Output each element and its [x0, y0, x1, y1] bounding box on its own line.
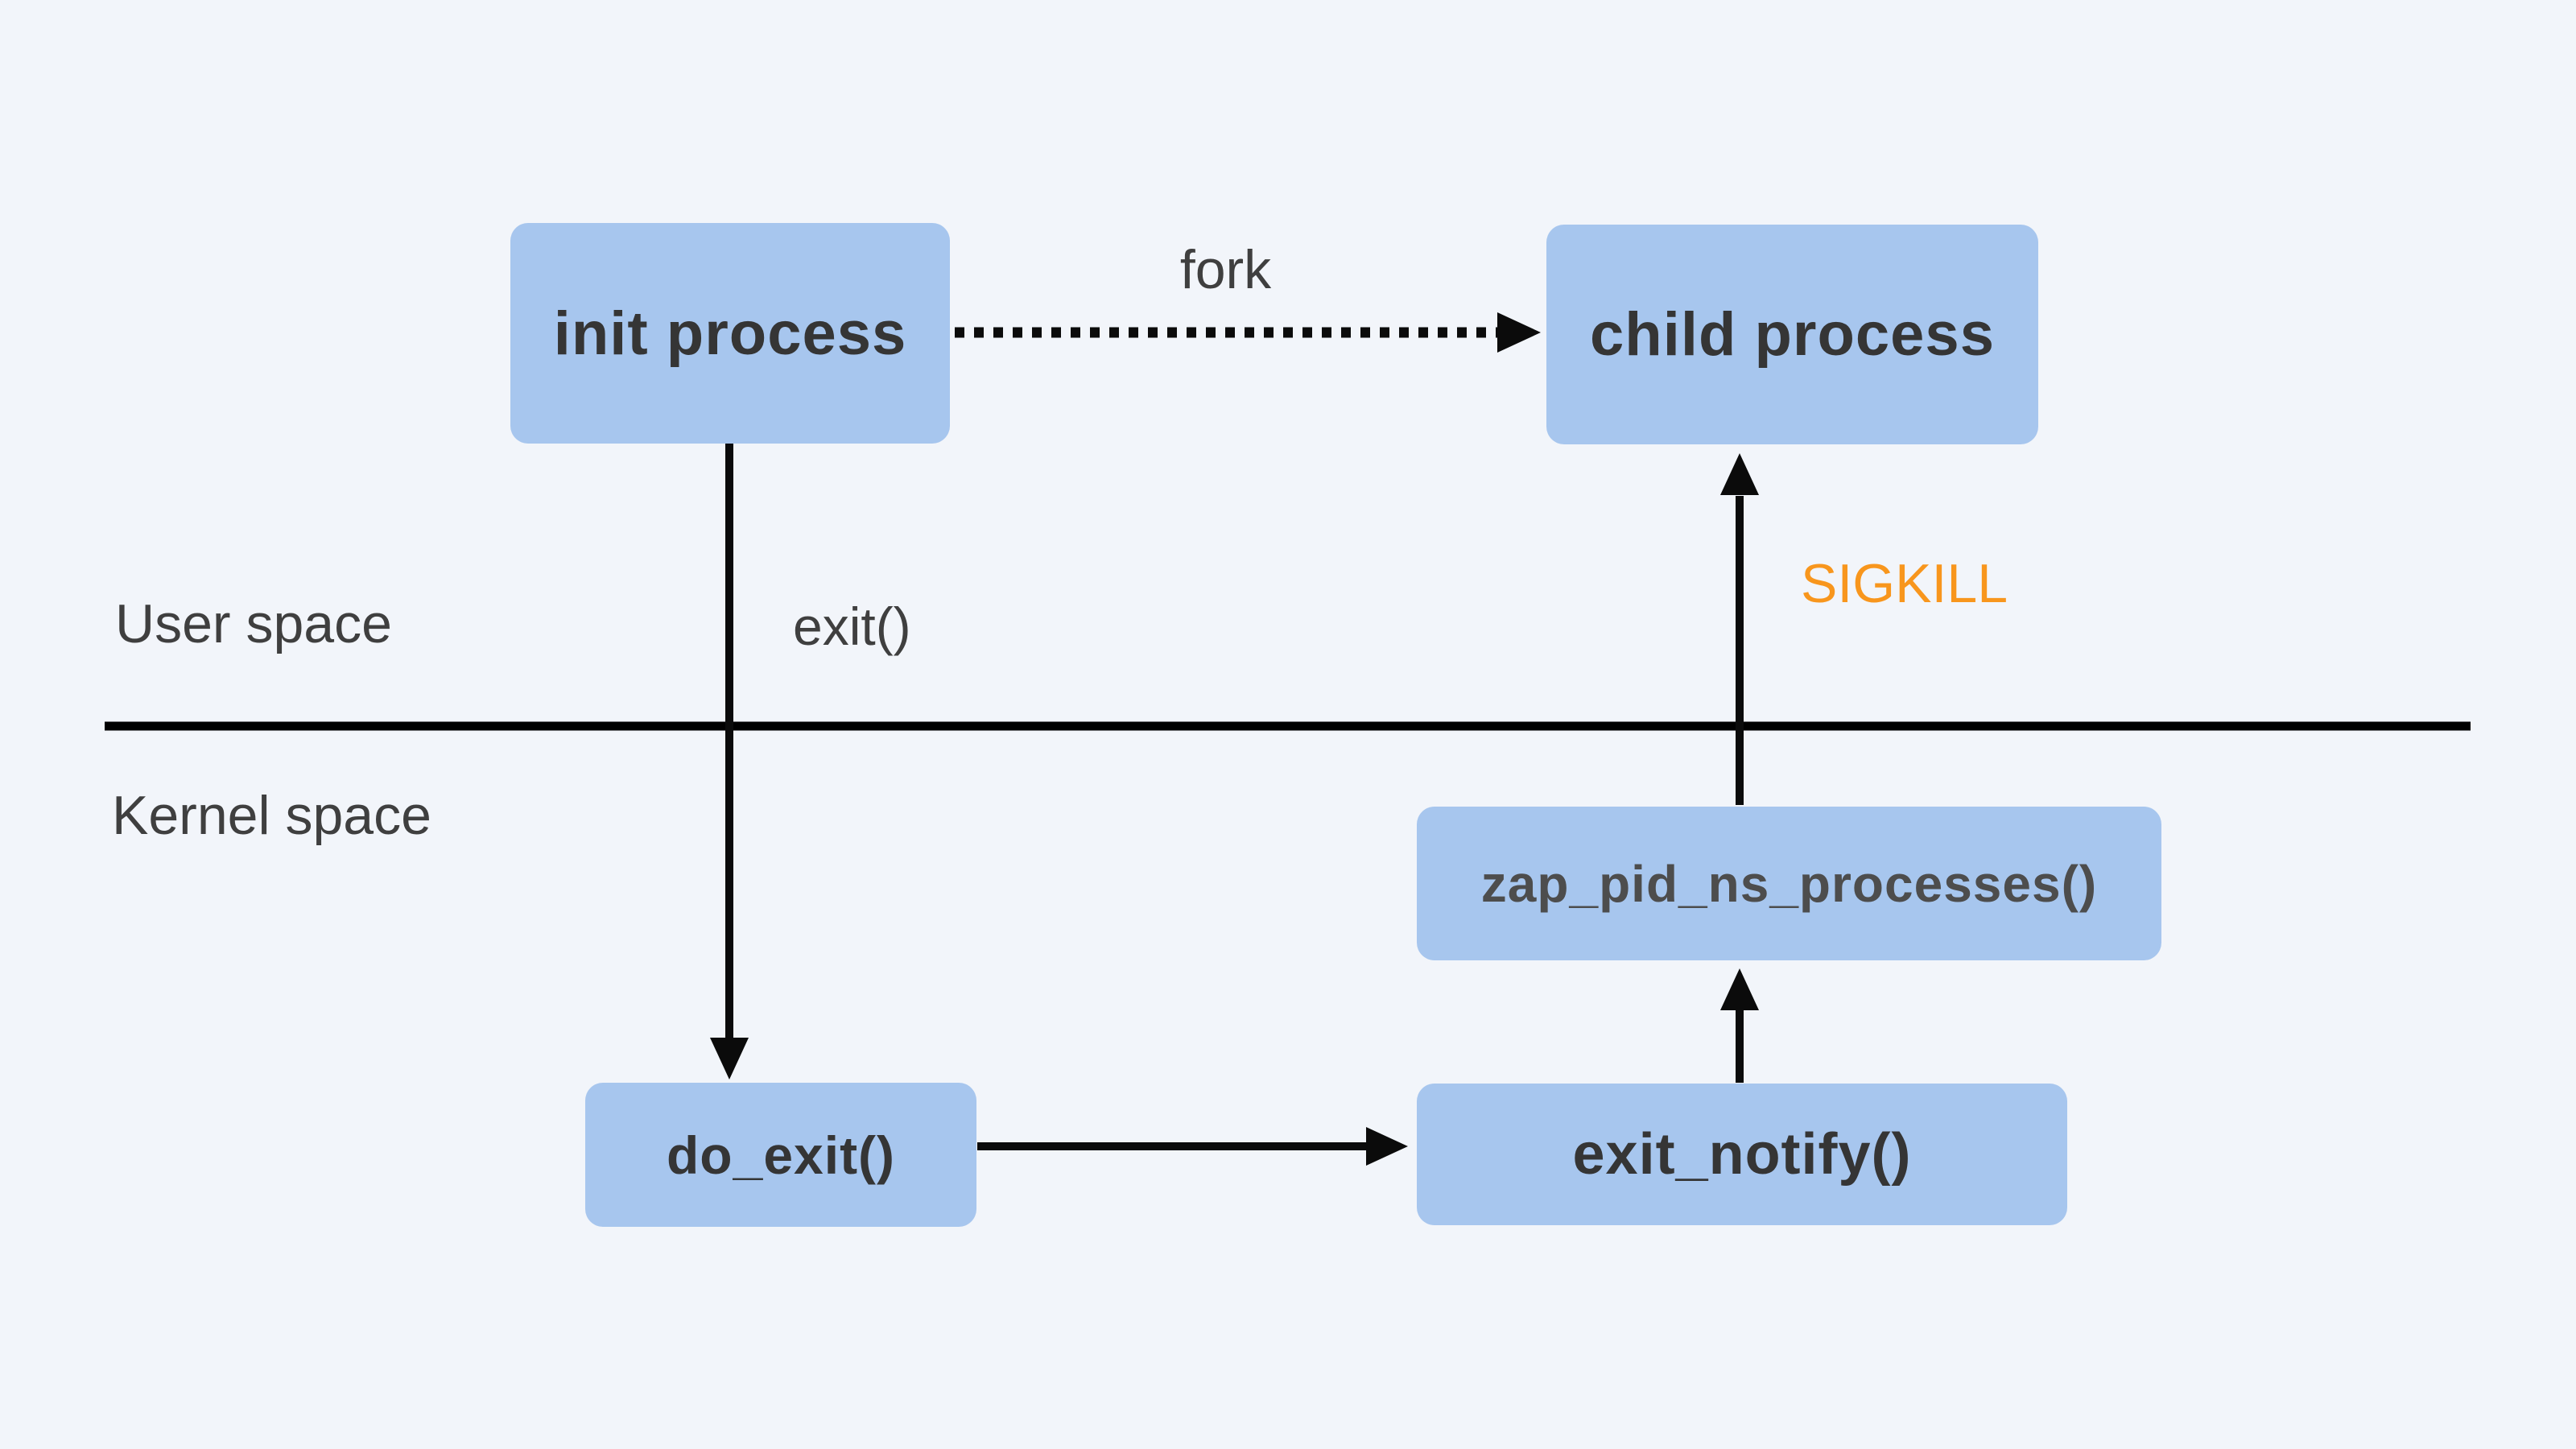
node-zap-pid-ns-processes: zap_pid_ns_processes()	[1417, 807, 2161, 960]
kernel-space-region-label: Kernel space	[112, 785, 431, 846]
node-exit-notify: exit_notify()	[1417, 1084, 2067, 1225]
exit-arrowhead-icon	[710, 1038, 749, 1080]
exit-edge-label: exit()	[793, 597, 911, 656]
fork-arrowhead-icon	[1497, 312, 1541, 353]
exit-notify-to-zap-arrowhead-icon	[1720, 968, 1759, 1010]
user-space-region-label: User space	[115, 593, 392, 654]
do-exit-to-exit-notify-arrowhead-icon	[1366, 1127, 1408, 1166]
sigkill-edge-label: SIGKILL	[1801, 553, 2008, 614]
fork-edge-label: fork	[1179, 239, 1272, 300]
node-child-process: child process	[1546, 225, 2038, 444]
sigkill-arrowhead-icon	[1720, 453, 1759, 495]
node-init-process: init process	[510, 223, 950, 444]
node-do-exit: do_exit()	[585, 1083, 976, 1227]
